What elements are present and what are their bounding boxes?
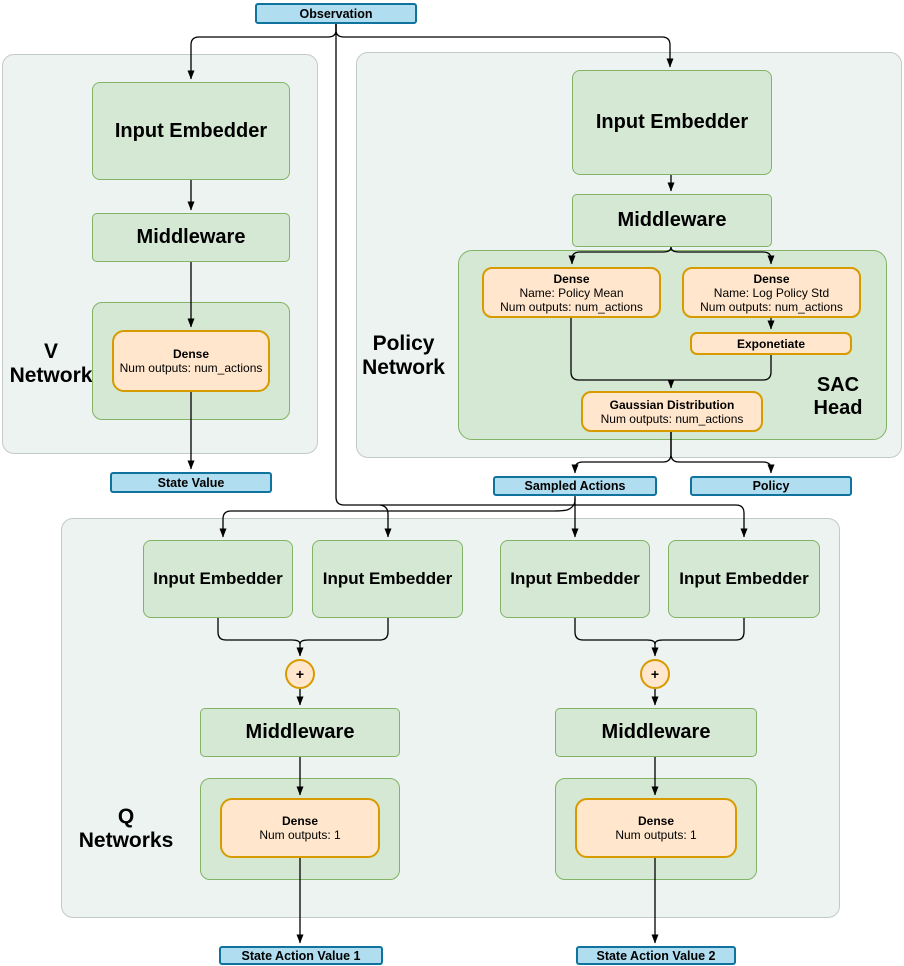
v-network-label-line1: V	[43, 340, 58, 363]
policy-output-node: Policy	[690, 476, 852, 496]
state-action-value-1-node: State Action Value 1	[219, 946, 383, 965]
q-networks-label-line2: Networks	[78, 829, 174, 853]
plus-icon: +	[295, 666, 305, 682]
state-value-label: State Value	[157, 475, 225, 490]
policy-middleware-node: Middleware	[572, 194, 772, 247]
q-middleware-2: Middleware	[555, 708, 757, 757]
gaussian-detail: Num outputs: num_actions	[600, 411, 744, 426]
q-input-embedder-4: Input Embedder	[668, 540, 820, 618]
q-dense-2-title: Dense	[637, 814, 675, 828]
dense-policy-mean-node: Dense Name: Policy Mean Num outputs: num…	[482, 267, 661, 318]
policy-middleware-label: Middleware	[617, 209, 727, 231]
sac-head-label-line1: SAC	[816, 374, 860, 396]
q-middleware-1-label: Middleware	[245, 721, 355, 743]
state-action-value-1-label: State Action Value 1	[241, 948, 361, 963]
q-dense-1: Dense Num outputs: 1	[220, 798, 380, 858]
observation-node: Observation	[255, 3, 417, 24]
policy-network-label: Policy Network	[356, 332, 451, 380]
sac-head-label-line2: Head	[813, 397, 863, 419]
dense-policy-mean-title: Dense	[553, 271, 590, 286]
dense-log-policy-std-title: Dense	[753, 271, 790, 286]
state-action-value-2-node: State Action Value 2	[576, 946, 736, 965]
q-dense-2-detail: Num outputs: 1	[615, 828, 697, 842]
q-middleware-1: Middleware	[200, 708, 400, 757]
v-input-embedder-node: Input Embedder	[92, 82, 290, 180]
plus-icon: +	[650, 666, 660, 682]
dense-log-policy-std-detail: Num outputs: num_actions	[700, 299, 843, 314]
q-input-embedder-3-label: Input Embedder	[510, 569, 640, 588]
policy-network-label-line2: Network	[362, 356, 445, 380]
v-network-label: V Network	[6, 340, 96, 388]
dense-policy-mean-name: Name: Policy Mean	[519, 285, 624, 300]
q-middleware-2-label: Middleware	[601, 721, 711, 743]
v-dense-detail: Num outputs: num_actions	[119, 361, 263, 375]
q-input-embedder-4-label: Input Embedder	[679, 569, 809, 588]
policy-network-label-line1: Policy	[372, 332, 435, 355]
v-network-label-line2: Network	[9, 364, 93, 388]
gaussian-distribution-node: Gaussian Distribution Num outputs: num_a…	[581, 391, 763, 432]
q-input-embedder-2: Input Embedder	[312, 540, 463, 618]
sum-node-2: +	[640, 659, 670, 689]
sampled-actions-node: Sampled Actions	[493, 476, 657, 496]
dense-log-policy-std-node: Dense Name: Log Policy Std Num outputs: …	[682, 267, 861, 318]
v-input-embedder-label: Input Embedder	[114, 119, 268, 142]
v-middleware-label: Middleware	[136, 226, 246, 248]
state-action-value-2-label: State Action Value 2	[596, 948, 716, 963]
v-dense-node: Dense Num outputs: num_actions	[112, 330, 270, 392]
v-dense-title: Dense	[172, 347, 210, 361]
dense-log-policy-std-name: Name: Log Policy Std	[713, 285, 830, 300]
q-networks-label: Q Networks	[70, 805, 182, 853]
gaussian-title: Gaussian Distribution	[609, 397, 735, 412]
policy-output-label: Policy	[752, 479, 790, 493]
policy-input-embedder-node: Input Embedder	[572, 70, 772, 175]
policy-input-embedder-label: Input Embedder	[595, 111, 749, 133]
state-value-node: State Value	[110, 472, 272, 493]
q-input-embedder-1: Input Embedder	[143, 540, 293, 618]
exponentiate-label: Exponetiate	[736, 336, 805, 351]
sac-head-label: SAC Head	[800, 374, 876, 420]
exponentiate-node: Exponetiate	[690, 332, 852, 355]
q-input-embedder-2-label: Input Embedder	[322, 569, 453, 588]
sampled-actions-label: Sampled Actions	[524, 479, 626, 493]
q-input-embedder-3: Input Embedder	[500, 540, 650, 618]
q-networks-label-line1: Q	[117, 805, 135, 828]
sum-node-1: +	[285, 659, 315, 689]
v-middleware-node: Middleware	[92, 213, 290, 262]
dense-policy-mean-detail: Num outputs: num_actions	[500, 299, 643, 314]
observation-label: Observation	[299, 6, 373, 21]
q-dense-1-detail: Num outputs: 1	[259, 828, 341, 842]
q-dense-1-title: Dense	[281, 814, 319, 828]
q-input-embedder-1-label: Input Embedder	[153, 569, 283, 588]
q-dense-2: Dense Num outputs: 1	[575, 798, 737, 858]
